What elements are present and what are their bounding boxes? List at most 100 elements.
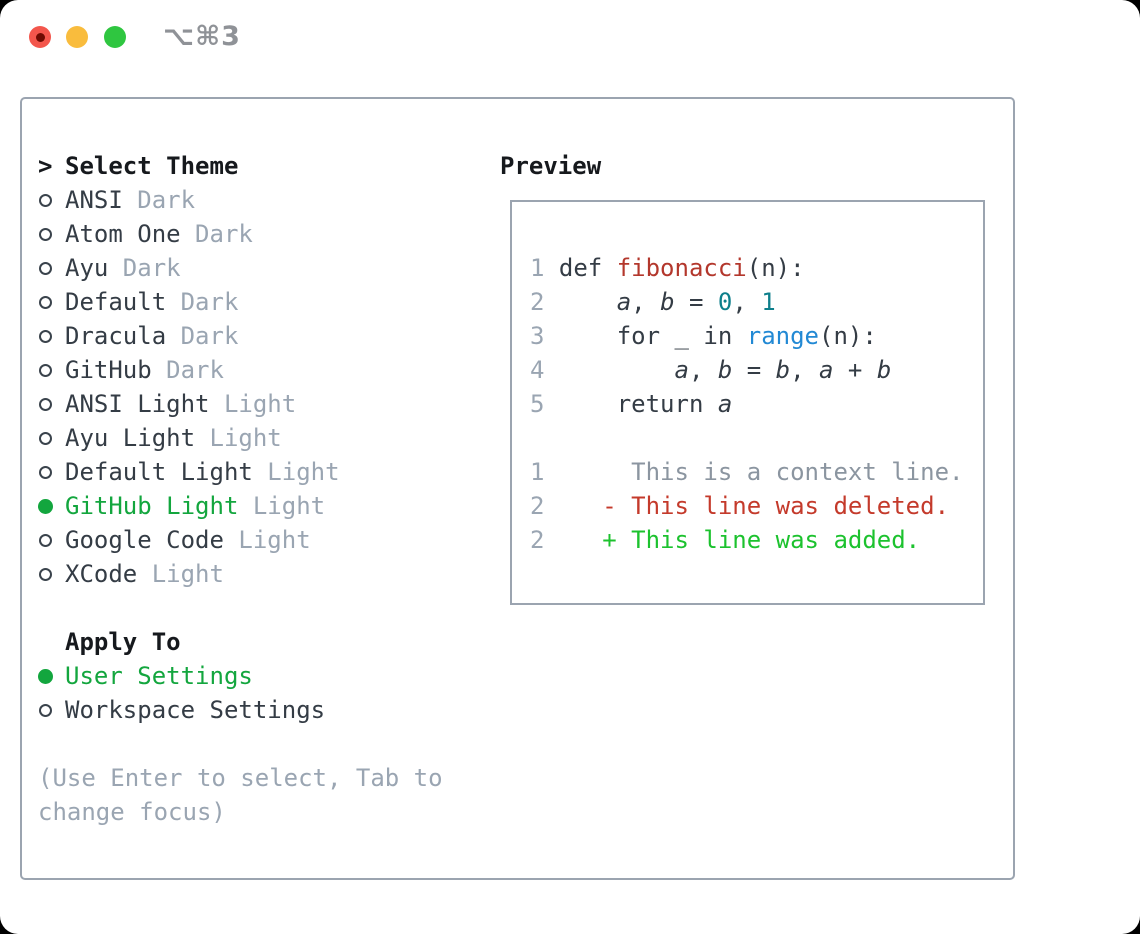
option-variant: Dark <box>151 356 224 384</box>
option-label: Default Light <box>65 458 253 486</box>
option-label: GitHub Light <box>65 492 239 520</box>
zoom-button[interactable] <box>104 26 126 48</box>
option-label: ANSI <box>65 186 123 214</box>
line-number: 2 <box>530 288 545 316</box>
option-label: Ayu Light <box>65 424 196 452</box>
window-titlebar[interactable]: ⌥⌘3 <box>0 0 1140 75</box>
radio-icon <box>39 363 52 377</box>
code-line: 3 for _ in range(n): <box>530 322 877 350</box>
preview-box: 1 def fibonacci(n): 2 a, b = 0, 1 3 for _ … <box>510 200 985 605</box>
radio-icon <box>39 329 52 343</box>
radio-icon <box>39 397 52 411</box>
line-number: 5 <box>530 390 545 418</box>
preview-header: Preview <box>500 152 602 180</box>
theme-option[interactable]: Default Dark <box>38 285 470 319</box>
theme-option[interactable]: ANSI Dark <box>38 183 470 217</box>
select-theme-header-row: > Select Theme <box>38 149 470 183</box>
apply-to-header: Apply To <box>65 628 181 656</box>
radio-marker <box>38 193 65 207</box>
code-line: 1 This is a context line. <box>530 458 964 486</box>
apply-to-header-row: Apply To <box>38 625 470 659</box>
option-label: Default <box>65 288 167 316</box>
minimize-button[interactable] <box>66 26 88 48</box>
window-title: ⌥⌘3 <box>163 21 241 52</box>
line-number: 2 <box>530 526 545 554</box>
radio-marker <box>38 363 65 377</box>
code-preview: 1 def fibonacci(n): 2 a, b = 0, 1 3 for _ … <box>530 251 983 557</box>
radio-marker <box>38 227 65 241</box>
code-line: 5 return a <box>530 390 733 418</box>
theme-option[interactable]: Atom One Dark <box>38 217 470 251</box>
line-number: 2 <box>530 492 545 520</box>
option-label: Atom One <box>65 220 181 248</box>
option-variant: Dark <box>166 288 239 316</box>
code-line: 4 a, b = b, a + b <box>530 356 892 384</box>
option-variant: Dark <box>166 322 239 350</box>
radio-marker <box>38 533 65 547</box>
keyboard-hint: (Use Enter to select, Tab to change focu… <box>38 764 443 826</box>
radio-marker <box>38 465 65 479</box>
option-variant: Dark <box>122 186 196 214</box>
line-number: 1 <box>530 458 545 486</box>
radio-icon <box>39 567 52 581</box>
apply-to-option[interactable]: Workspace Settings <box>38 693 470 727</box>
option-variant: Light <box>137 560 224 588</box>
radio-marker <box>38 329 65 343</box>
spacer <box>38 591 470 625</box>
prompt-icon: > <box>38 152 53 180</box>
option-label: Dracula <box>65 322 167 350</box>
option-variant: Light <box>238 492 326 520</box>
radio-icon <box>39 703 52 717</box>
radio-icon <box>39 295 52 309</box>
code-line: 2 a, b = 0, 1 <box>530 288 776 316</box>
spacer <box>38 727 470 761</box>
radio-icon <box>39 227 52 241</box>
radio-marker <box>38 498 65 514</box>
radio-marker <box>38 295 65 309</box>
code-line: 2 + This line was added. <box>530 526 921 554</box>
theme-option[interactable]: GitHub Light Light <box>38 489 470 523</box>
theme-option[interactable]: Dracula Dark <box>38 319 470 353</box>
theme-option[interactable]: Ayu Dark <box>38 251 470 285</box>
radio-selected-icon <box>38 498 53 514</box>
radio-marker <box>38 397 65 411</box>
radio-icon <box>39 261 52 275</box>
code-line: 1 def fibonacci(n): <box>530 254 805 282</box>
option-label: Ayu <box>65 254 109 282</box>
theme-option[interactable]: Default Light Light <box>38 455 470 489</box>
option-label: Google Code <box>65 526 224 554</box>
theme-option[interactable]: Ayu Light Light <box>38 421 470 455</box>
select-theme-header: Select Theme <box>65 152 239 180</box>
option-label: ANSI Light <box>65 390 210 418</box>
radio-marker <box>38 431 65 445</box>
theme-option[interactable]: GitHub Dark <box>38 353 470 387</box>
radio-marker <box>38 668 65 684</box>
option-variant: Light <box>195 424 282 452</box>
radio-marker <box>38 703 65 717</box>
close-button[interactable] <box>29 26 51 48</box>
theme-option[interactable]: XCode Light <box>38 557 470 591</box>
option-label: Workspace Settings <box>65 696 326 724</box>
radio-icon <box>39 193 52 207</box>
option-variant: Light <box>223 526 311 554</box>
option-label: User Settings <box>65 662 253 690</box>
option-label: GitHub <box>65 356 152 384</box>
radio-icon <box>39 533 52 547</box>
option-label: XCode <box>65 560 138 588</box>
radio-marker <box>38 261 65 275</box>
radio-icon <box>39 465 52 479</box>
option-variant: Light <box>209 390 297 418</box>
option-variant: Dark <box>180 220 253 248</box>
theme-option[interactable]: ANSI Light Light <box>38 387 470 421</box>
apply-to-option[interactable]: User Settings <box>38 659 470 693</box>
theme-option[interactable]: Google Code Light <box>38 523 470 557</box>
radio-selected-icon <box>38 668 53 684</box>
code-line <box>530 421 983 455</box>
radio-marker <box>38 567 65 581</box>
line-number: 4 <box>530 356 545 384</box>
